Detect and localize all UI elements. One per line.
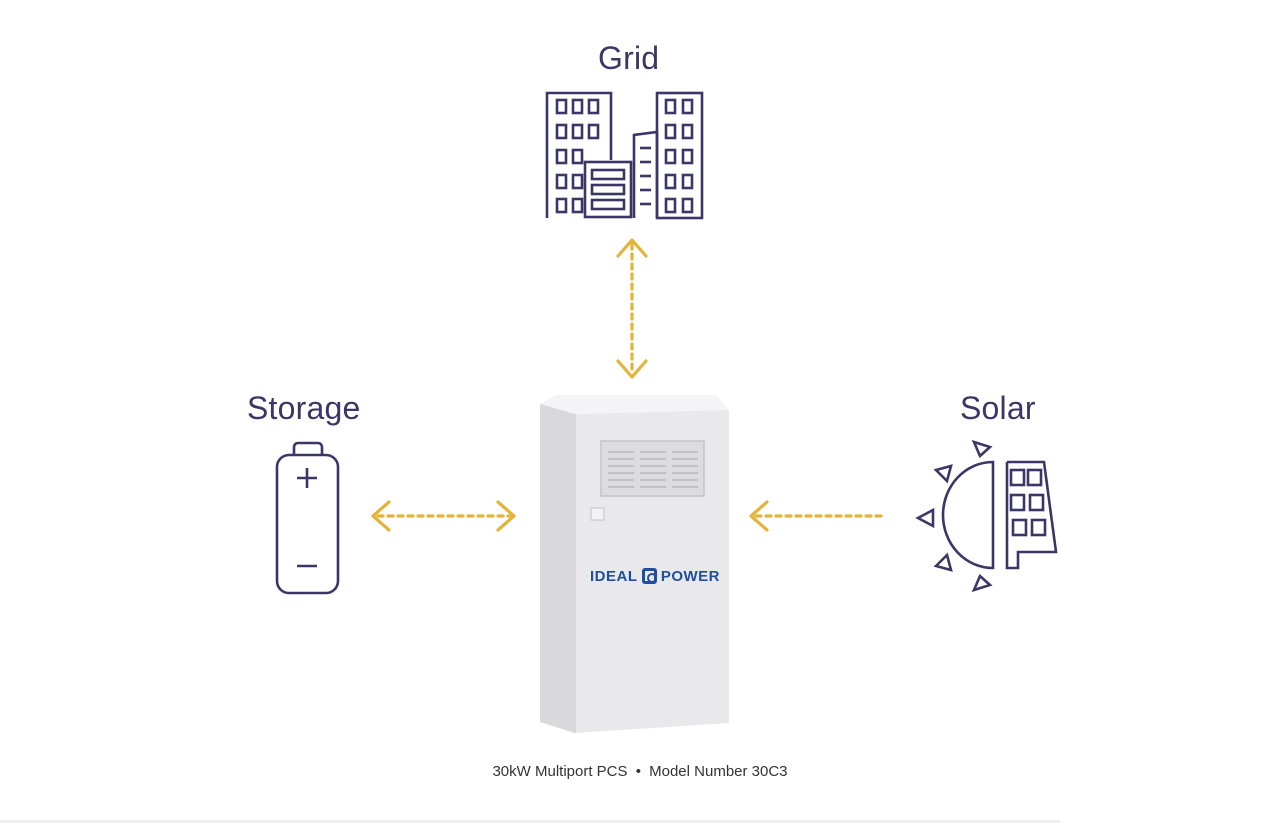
pcs-cabinet [540,395,729,733]
storage-label: Storage [247,390,361,426]
logo-text-right: POWER [660,567,720,585]
logo-text-left: IDEAL [590,567,638,585]
device-caption: 30kW Multiport PCS • Model Number 30C3 [0,763,1280,780]
power-logo-icon [641,568,657,584]
grid-bidirectional-arrow [616,238,648,379]
solar-input-arrow [749,500,888,532]
caption-product: 30kW Multiport PCS [492,763,628,780]
storage-bidirectional-arrow [371,500,516,532]
caption-model: Model Number 30C3 [649,763,788,780]
sun-solar-panel-icon [915,439,1058,593]
ideal-power-logo: IDEAL POWER [590,564,720,588]
caption-separator: • [635,763,641,780]
buildings-icon [545,91,704,220]
indicator-light [590,507,605,521]
bottom-divider [0,820,1060,823]
solar-label: Solar [960,390,1036,426]
battery-icon [275,441,340,595]
grid-label: Grid [598,40,660,76]
